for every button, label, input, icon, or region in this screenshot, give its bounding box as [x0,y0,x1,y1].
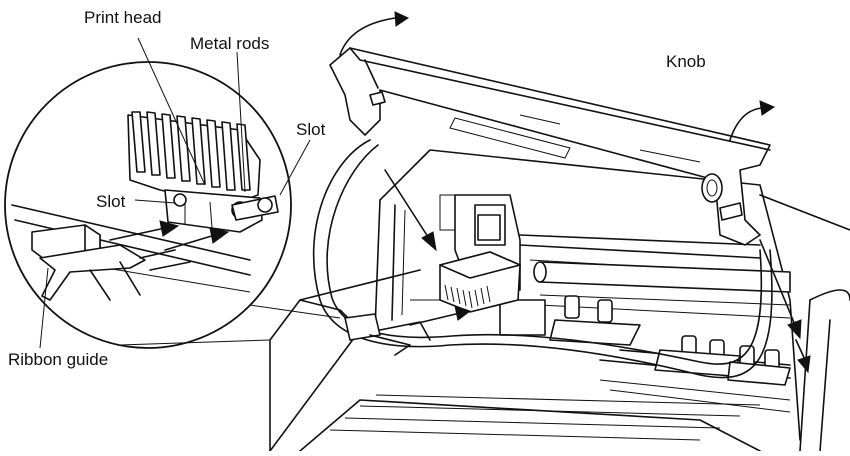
zoom-detail [4,37,341,349]
printer-body [269,149,850,452]
label-knob: Knob [666,52,706,71]
ribbon-guide-small [344,313,431,356]
ribbon-cartridge [312,47,773,379]
main-print-head [439,251,521,313]
label-slot-left: Slot [96,192,126,211]
label-slot-right: Slot [296,120,326,139]
insert-arrows [384,169,811,374]
label-print-head: Print head [84,8,162,27]
zoom-ribbon-guide [31,224,191,301]
label-metal-rods: Metal rods [190,34,270,53]
label-ribbon-guide: Ribbon guide [8,350,109,369]
ribbon-knob[interactable] [701,173,723,203]
rotation-arrows [339,11,776,141]
